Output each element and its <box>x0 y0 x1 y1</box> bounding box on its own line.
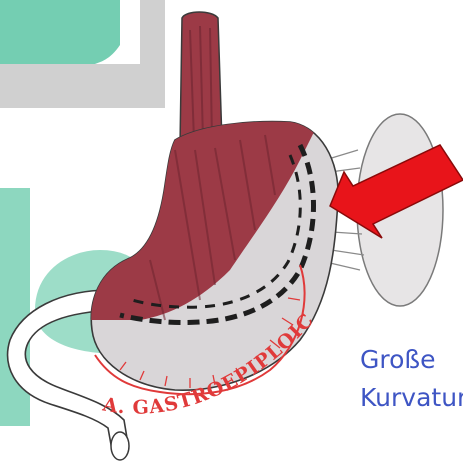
caption-line-2: Kurvatur <box>360 383 463 412</box>
caption-line-1: Große <box>360 345 463 374</box>
duodenum-opening <box>111 432 129 460</box>
watermark-teal-shape <box>0 0 120 64</box>
